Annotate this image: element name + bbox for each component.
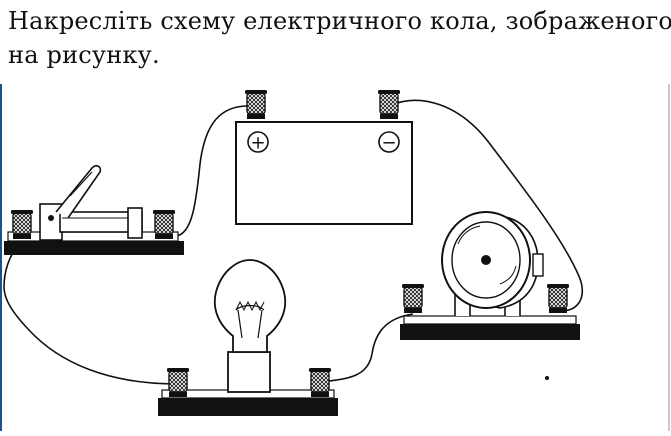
motor-terminal-right [546,283,570,314]
switch-terminal-right [152,209,176,240]
task-text-line-2: на рисунку. [8,41,160,69]
battery-terminal-plus [244,89,268,120]
motor-base [400,324,580,340]
task-text-line-1: Накресліть схему електричного кола, зобр… [8,7,671,35]
electric-motor-icon [400,211,580,340]
lamp-terminal-right [308,367,332,398]
battery-terminal-minus [377,89,401,120]
wires [3,99,584,385]
knife-switch-icon [4,165,184,255]
motor-terminal-left [401,283,425,314]
plus-icon [247,131,269,153]
lamp-socket [227,351,271,393]
wire-battery-to-switch [175,105,254,237]
switch-base [4,241,184,255]
circuit-illustration: + − [0,84,670,431]
switch-terminal-left [10,209,34,240]
wire-motor-to-lamp [319,313,414,383]
lamp-terminal-left [166,367,190,398]
lamp-base [158,398,338,416]
wire-battery-to-motor [388,99,584,312]
motor-shaft [481,255,491,265]
task-text: Накресліть схему електричного кола, зобр… [8,4,671,72]
circuit-illustration-frame: + − [0,84,671,431]
minus-symbol: − [381,133,396,154]
print-dot [545,376,549,380]
light-bulb-icon [158,259,338,416]
plus-symbol: + [250,133,265,154]
wire-lamp-to-switch [3,286,179,385]
minus-icon [378,131,400,153]
battery-icon: + − [235,89,413,225]
